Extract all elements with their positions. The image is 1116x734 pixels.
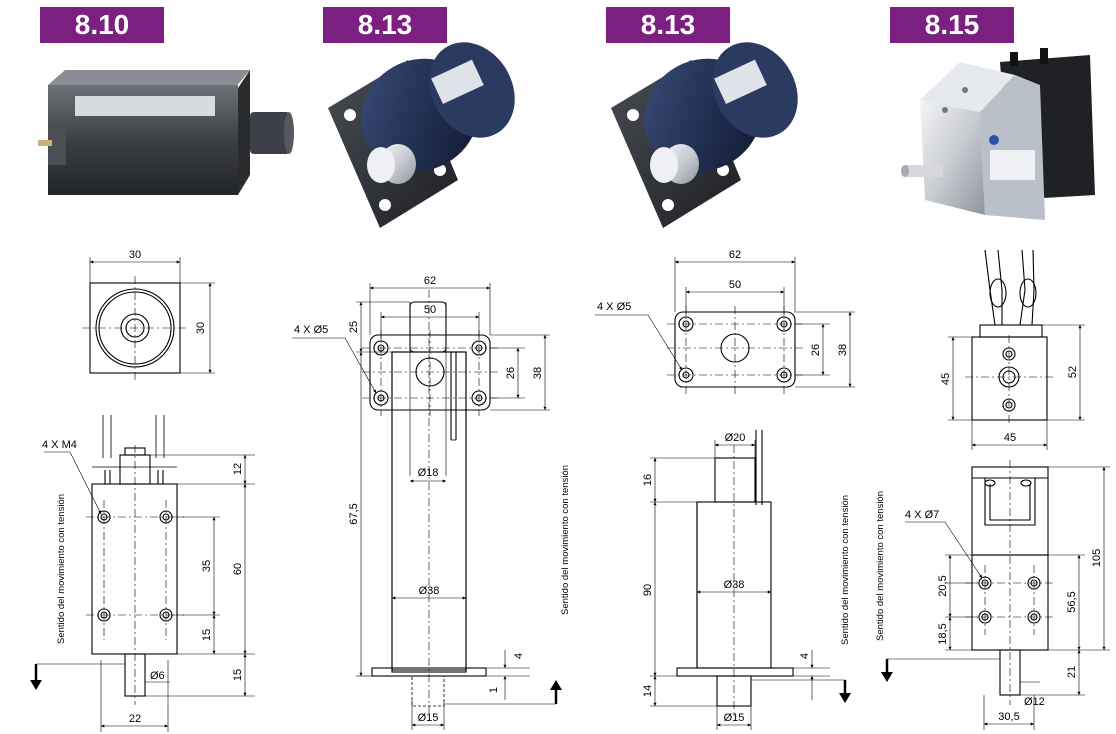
drawing-8-13-b	[595, 257, 855, 730]
dim-8-13a-holes: 4 X Ø5	[294, 324, 328, 336]
dim-8-13b-holes: 4 X Ø5	[597, 301, 631, 313]
dim-8-13a-1: 1	[488, 687, 500, 693]
dim-8-13a-dia15: Ø15	[418, 712, 439, 724]
drawing-8-13-a	[292, 283, 562, 730]
dim-8-15-105: 105	[1091, 549, 1103, 567]
photo-8-13-a	[328, 42, 515, 228]
dim-8-13a-50: 50	[424, 304, 436, 316]
dim-8-13b-90: 90	[642, 584, 654, 596]
dim-8-10-35: 35	[201, 560, 213, 572]
dim-8-13a-25: 25	[348, 321, 360, 333]
photo-8-15	[901, 48, 1095, 220]
dim-8-15-18-5: 18,5	[937, 623, 949, 644]
dim-8-15-45-height: 45	[940, 373, 952, 385]
model-badge-8-10: 8.10	[40, 7, 164, 43]
dim-8-13b-dia20: Ø20	[725, 432, 746, 444]
photo-8-13-b	[611, 42, 798, 228]
dim-8-10-22: 22	[129, 713, 141, 725]
drawing-8-15	[881, 249, 1110, 730]
label-8-10-motion: Sentido del movimiento con tensión	[56, 494, 67, 644]
model-badge-8-15: 8.15	[890, 7, 1014, 43]
model-badge-8-13-a: 8.13	[323, 7, 447, 43]
dim-8-13a-dia18: Ø18	[418, 467, 439, 479]
dim-8-13b-26: 26	[810, 344, 822, 356]
dim-8-15-20-5: 20,5	[937, 575, 949, 596]
dim-8-10-thread: 4 X M4	[42, 439, 77, 451]
dim-8-10-60: 60	[232, 563, 244, 575]
dim-8-13a-26: 26	[505, 367, 517, 379]
dim-8-15-holes: 4 X Ø7	[905, 509, 939, 521]
dim-8-15-52: 52	[1067, 366, 1079, 378]
dim-8-13b-4: 4	[799, 653, 811, 659]
dim-8-15-45-width: 45	[1004, 432, 1016, 444]
dim-8-13a-38: 38	[532, 367, 544, 379]
dim-8-15-dia12: Ø12	[1024, 696, 1045, 708]
dim-8-13b-14: 14	[642, 685, 654, 697]
dim-8-13b-dia15: Ø15	[724, 712, 745, 724]
dim-8-10-width-30: 30	[129, 249, 141, 261]
dim-8-13a-dia38: Ø38	[419, 585, 440, 597]
dim-8-13b-16: 16	[642, 474, 654, 486]
dim-8-13b-38: 38	[837, 344, 849, 356]
dim-8-13b-50: 50	[729, 279, 741, 291]
drawing-8-10	[30, 257, 255, 732]
dim-8-15-21: 21	[1066, 666, 1078, 678]
dim-8-15-30-5: 30,5	[998, 711, 1019, 723]
label-8-15-motion: Sentido del movimiento con tensión	[875, 491, 886, 641]
photo-8-10	[38, 70, 294, 195]
dim-8-10-height-30: 30	[195, 322, 207, 334]
model-badge-8-13-b: 8.13	[606, 7, 730, 43]
label-8-13a-motion: Sentido del movimiento con tensión	[560, 465, 571, 615]
dim-8-10-12: 12	[232, 463, 244, 475]
dim-8-15-56-5: 56,5	[1066, 591, 1078, 612]
label-8-13b-motion: Sentido del movimiento con tensión	[840, 495, 851, 645]
dim-8-13a-4: 4	[513, 653, 525, 659]
dim-8-13a-67-5: 67,5	[348, 503, 360, 524]
dim-8-10-dia6: Ø6	[150, 670, 165, 682]
dim-8-10-15-outer: 15	[232, 669, 244, 681]
dim-8-10-15-inner: 15	[201, 629, 213, 641]
dim-8-13a-62: 62	[424, 275, 436, 287]
dim-8-13b-dia38: Ø38	[724, 579, 745, 591]
dim-8-13b-62: 62	[729, 249, 741, 261]
